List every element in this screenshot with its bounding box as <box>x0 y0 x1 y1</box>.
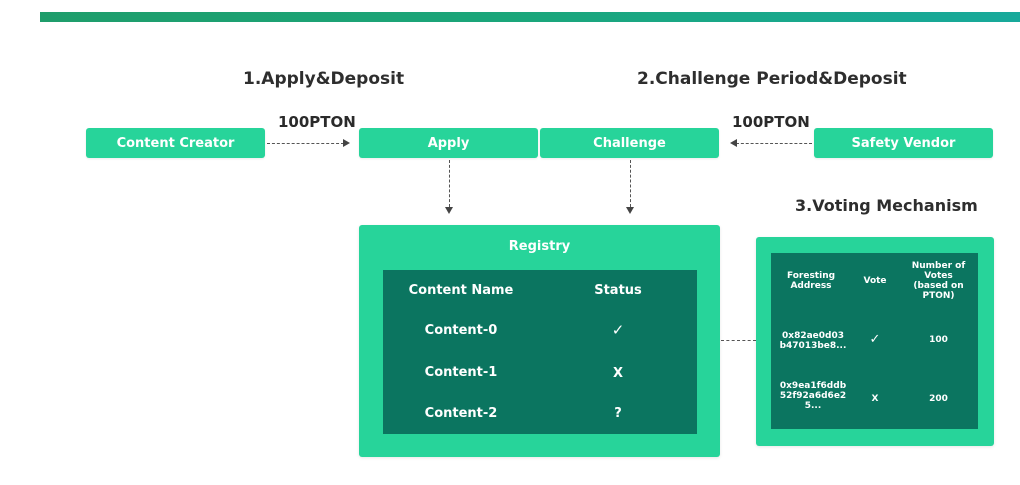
registry-panel: Registry Content Name Status Content-0 ✓… <box>359 225 720 457</box>
registry-header-content-name: Content Name <box>408 283 514 298</box>
registry-to-voting-connector <box>721 340 756 341</box>
voting-row-votes: 200 <box>929 394 948 404</box>
creator-to-apply-connector <box>267 143 344 144</box>
vendor-to-challenge-connector <box>736 143 812 144</box>
voting-row-address: 0x9ea1f6ddb 52f92a6d6e2 5... <box>779 381 847 411</box>
heading-challenge-deposit: 2.Challenge Period&Deposit <box>637 69 907 89</box>
voting-table: Foresting Address Vote Number of Votes (… <box>771 253 978 429</box>
challenge-to-registry-arrowhead <box>626 207 634 214</box>
voting-header-vote: Vote <box>863 276 887 286</box>
content-creator-node: Content Creator <box>86 128 265 158</box>
registry-row-name: Content-0 <box>424 323 498 338</box>
registry-row-name: Content-1 <box>424 365 498 380</box>
voting-panel: Foresting Address Vote Number of Votes (… <box>756 237 994 446</box>
apply-to-registry-arrowhead <box>445 207 453 214</box>
voting-row-address: 0x82ae0d03 b47013be8... <box>779 331 847 351</box>
registry-row-name: Content-2 <box>424 406 498 421</box>
registry-row-status: X <box>612 366 624 381</box>
apply-to-registry-connector <box>449 160 450 207</box>
apply-node: Apply <box>359 128 538 158</box>
challenge-to-registry-connector <box>630 160 631 207</box>
creator-deposit-amount: 100PTON <box>278 113 356 131</box>
safety-vendor-node: Safety Vendor <box>814 128 993 158</box>
registry-row-status: ? <box>614 406 622 421</box>
creator-to-apply-arrowhead <box>343 139 350 147</box>
voting-header-votes-count: Number of Votes (based on PTON) <box>911 261 966 301</box>
registry-title: Registry <box>508 239 571 254</box>
voting-row-vote: ✓ <box>869 332 881 347</box>
top-accent-bar <box>40 12 1020 22</box>
heading-apply-deposit: 1.Apply&Deposit <box>243 69 405 89</box>
registry-row-status: ✓ <box>611 321 625 339</box>
voting-header-address: Foresting Address <box>786 271 836 291</box>
challenge-node: Challenge <box>540 128 719 158</box>
registry-header-status: Status <box>594 283 642 298</box>
registry-table: Content Name Status Content-0 ✓ Content-… <box>383 270 697 434</box>
voting-row-vote: X <box>871 394 879 404</box>
vendor-to-challenge-arrowhead <box>730 139 737 147</box>
vendor-deposit-amount: 100PTON <box>732 113 810 131</box>
heading-voting-mechanism: 3.Voting Mechanism <box>795 196 978 215</box>
voting-row-votes: 100 <box>929 335 948 345</box>
